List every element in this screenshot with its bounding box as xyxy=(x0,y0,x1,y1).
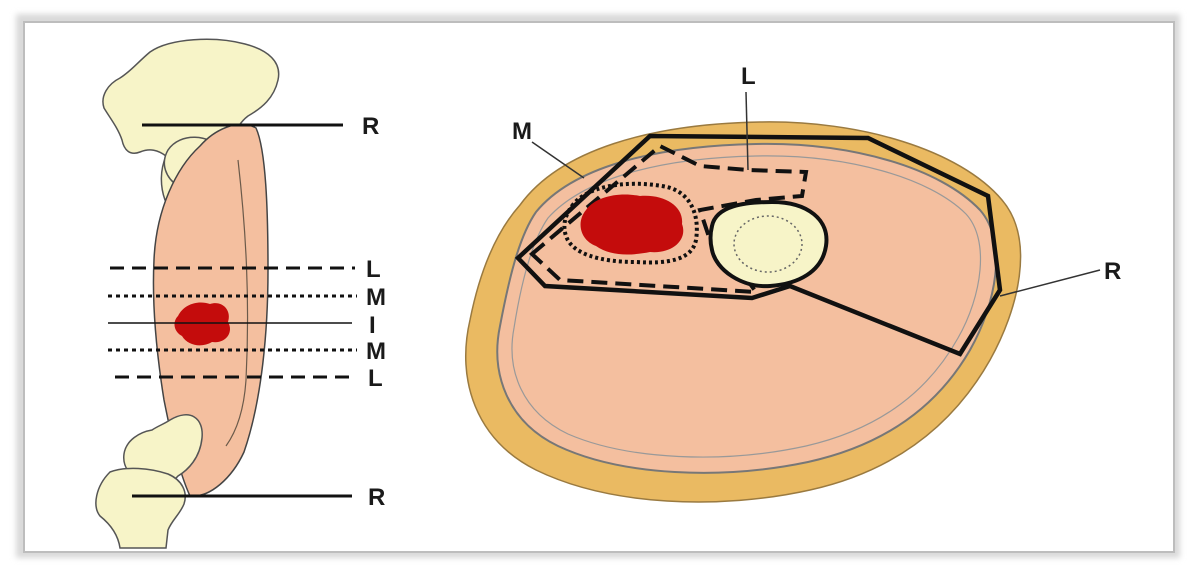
label-r-cross: R xyxy=(1104,258,1121,285)
label-m-cross: M xyxy=(512,118,532,145)
label-i-mid: I xyxy=(369,312,376,339)
tumor-cross-section xyxy=(581,195,684,255)
label-m-top: M xyxy=(366,284,386,311)
label-l-bottom: L xyxy=(368,365,383,392)
label-l-cross: L xyxy=(741,63,756,90)
femur-cross-section xyxy=(711,202,827,286)
label-m-bottom: M xyxy=(366,338,386,365)
label-l-top: L xyxy=(366,256,381,283)
label-r-top: R xyxy=(362,113,379,140)
label-r-bottom: R xyxy=(368,484,385,511)
